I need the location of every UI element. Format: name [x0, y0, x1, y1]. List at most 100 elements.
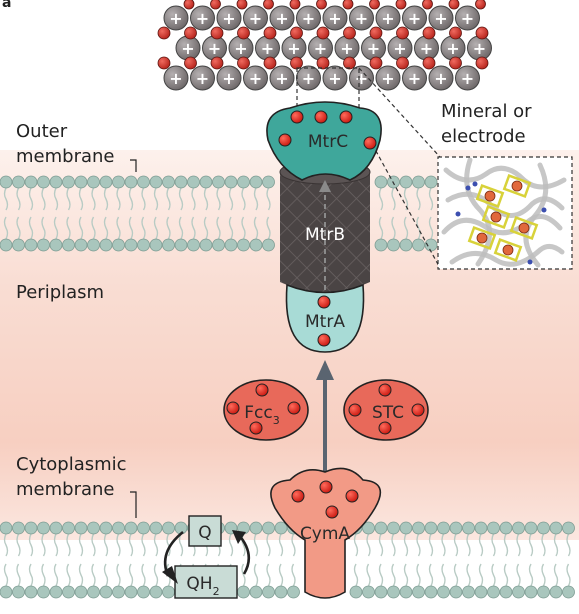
lipid-tail	[228, 187, 234, 211]
mineral-charge-symbol: +	[287, 39, 300, 58]
lipid-head	[424, 521, 438, 535]
mineral-anion	[290, 56, 303, 70]
lipid-head	[137, 238, 150, 252]
lipid-head	[362, 585, 375, 599]
lipid-head	[362, 521, 375, 535]
lipid-tail	[78, 563, 84, 587]
cyma-label: CymA	[300, 524, 350, 544]
mineral-charge-symbol: +	[181, 39, 194, 58]
lipid-tail	[103, 533, 109, 557]
lipid-tail	[366, 533, 371, 557]
lipid-tail	[41, 563, 46, 587]
lipid-head	[137, 585, 150, 599]
mineral-charge-symbol: +	[222, 9, 235, 28]
lipid-tail	[41, 216, 46, 240]
lipid-head	[424, 175, 438, 189]
mineral-cation	[349, 5, 374, 31]
stc-heme-1	[378, 383, 392, 397]
lipid-tail	[266, 187, 271, 211]
lipid-head	[124, 585, 138, 599]
mineral-charge-symbol: +	[302, 9, 315, 28]
mineral-charge-symbol: +	[367, 39, 380, 58]
mineral-label-line2: electrode	[441, 126, 526, 147]
lipid-head	[487, 585, 500, 599]
lipid-head	[124, 521, 138, 535]
mineral-charge-symbol: +	[222, 69, 235, 88]
mtrc-zoom-box	[296, 67, 360, 121]
lipid-head	[137, 521, 150, 535]
lipid-tail	[353, 533, 359, 557]
lipid-tail	[141, 216, 146, 240]
ligand-atom	[465, 185, 471, 191]
lipid-head	[249, 585, 263, 599]
heme-porphyrin	[481, 205, 511, 229]
lipid-tail	[203, 216, 209, 240]
cyma-to-mtra-arrow-head	[316, 360, 334, 380]
lipid-head	[412, 585, 425, 599]
mineral-anion	[475, 26, 489, 40]
mineral-charge-symbol: +	[302, 69, 315, 88]
lipid-head	[24, 585, 38, 599]
lipid-tail	[266, 216, 271, 240]
outer-membrane-label-line2: membrane	[16, 146, 114, 167]
mineral-cation	[428, 5, 454, 31]
lipid-head	[87, 175, 100, 189]
lipid-head	[474, 521, 488, 535]
lipid-tail	[228, 216, 234, 240]
lipid-tail	[453, 533, 459, 557]
lipid-head	[162, 585, 175, 599]
lipid-head	[112, 585, 125, 599]
lipid-tail	[291, 563, 296, 587]
lipid-tail	[566, 533, 571, 557]
lipid-tail	[391, 187, 396, 211]
lipid-head	[49, 238, 63, 252]
lipid-tail	[516, 563, 521, 587]
lipid-head	[12, 521, 25, 535]
mineral-anion	[422, 56, 436, 70]
mineral-anion	[263, 0, 274, 10]
mineral-charge-symbol: +	[234, 39, 247, 58]
lipid-head	[274, 585, 288, 599]
lipid-tail	[553, 533, 559, 557]
heme-porphyrin	[509, 216, 539, 240]
mineral-cation	[402, 65, 427, 91]
lipid-tail	[478, 533, 484, 557]
lipid-tail	[253, 533, 259, 557]
mineral-anion	[316, 26, 330, 40]
lipid-head	[249, 521, 263, 535]
cytoplasmic-membrane-label-line2: membrane	[16, 479, 114, 500]
heme-porphyrin	[467, 226, 497, 250]
lipid-tail	[28, 187, 34, 211]
qh2-to-q-arrow-head	[232, 530, 246, 544]
lipid-tail	[53, 533, 59, 557]
lipid-tail	[28, 563, 34, 587]
lipid-head	[37, 521, 50, 535]
lipid-head	[399, 521, 413, 535]
lipid-head	[549, 585, 563, 599]
mineral-charge-symbol: +	[381, 69, 394, 88]
lipid-head	[112, 238, 125, 252]
lipid-head	[262, 521, 275, 535]
mineral-cation	[322, 65, 348, 91]
fcc3-heme-3	[287, 401, 301, 415]
fcc3-label: Fcc3	[244, 403, 279, 427]
lipid-head	[287, 585, 300, 599]
q-label: Q	[198, 523, 211, 543]
lipid-tail	[53, 216, 59, 240]
q-to-qh2-arrow-head	[162, 566, 178, 584]
mineral-cation	[163, 5, 189, 31]
stc-protein: STC	[343, 379, 429, 441]
mineral-charge-symbol: +	[381, 9, 394, 28]
mineral-anion	[210, 56, 224, 70]
mineral-cation	[190, 65, 215, 91]
lipid-tail	[491, 533, 496, 557]
lipid-head	[62, 585, 75, 599]
lipid-tail	[16, 216, 21, 240]
lipid-tail	[428, 216, 434, 240]
protein-structure-image	[441, 157, 567, 268]
lipid-head	[49, 585, 63, 599]
mineral-cation	[216, 5, 242, 31]
mineral-charge-symbol: +	[249, 69, 262, 88]
mineral-cation	[163, 65, 189, 91]
